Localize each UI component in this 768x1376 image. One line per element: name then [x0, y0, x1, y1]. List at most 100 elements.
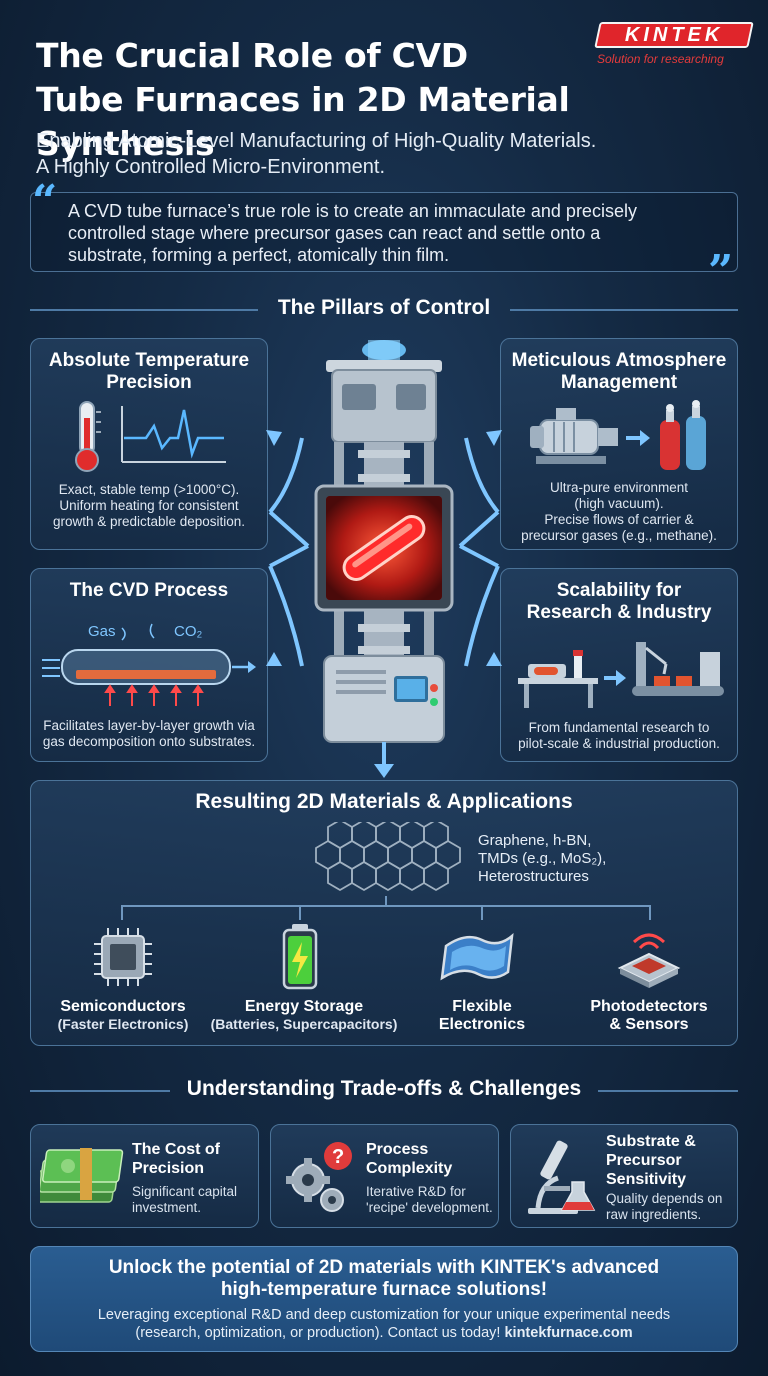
atmosphere-text-line-4: precursor gases (e.g., methane).: [521, 528, 717, 543]
money-icon: [40, 1148, 124, 1203]
graphene-lattice-icon: [315, 822, 461, 892]
tradeoff-sensitivity-content: Substrate & Precursor Sensitivity Qualit…: [606, 1132, 736, 1223]
vacuum-pump-icon: [530, 408, 618, 464]
conveyor-icon: [632, 642, 724, 696]
arrow-to-scalability: [464, 565, 500, 667]
tradeoff-cost-title-1: The Cost of: [132, 1141, 220, 1158]
cta-text-line-1: Leveraging exceptional R&D and deep cust…: [97, 1307, 671, 1323]
cta-banner[interactable]: [30, 1246, 738, 1352]
quote-line-1: A CVD tube furnace’s true role is to cre…: [68, 201, 637, 221]
tradeoffs-section-title: Understanding Trade-offs & Challenges: [186, 1077, 582, 1100]
materials-line-3: Heterostructures: [478, 868, 589, 885]
tradeoff-sensitivity-title-2: Precursor: [606, 1152, 682, 1169]
quote-text: A CVD tube furnace’s true role is to cre…: [68, 200, 718, 266]
temperature-title-line-2: Precision: [106, 372, 192, 393]
app-energy-storage-sub: (Batteries, Supercapacitors): [210, 1016, 398, 1032]
tradeoff-complexity-content: Process Complexity Iterative R&D for 're…: [366, 1140, 496, 1216]
svg-text:?: ?: [332, 1146, 344, 1168]
tradeoffs-divider-left: [30, 1090, 170, 1092]
sensor-icon: [617, 933, 681, 988]
logo-tagline: Solution for researching: [597, 52, 724, 66]
title-line-1: The Crucial Role of CVD: [36, 36, 468, 75]
scalability-title-line-2: Research & Industry: [526, 602, 712, 623]
quote-box: [30, 192, 738, 272]
app-flexible-electronics: Flexible Electronics: [412, 998, 552, 1034]
cvd-process-text-line-2: gas decomposition onto substrates.: [42, 734, 256, 749]
co2-label: CO₂: [174, 623, 203, 640]
app-semiconductors: Semiconductors (Faster Electronics): [40, 998, 206, 1032]
app-flexible-sub: Electronics: [438, 1016, 526, 1033]
arrow-to-atmosphere: [464, 437, 500, 514]
website-link[interactable]: kintekfurnace.com: [504, 1325, 633, 1341]
title-line-2: Tube Furnaces in 2D Material Synthesis: [36, 80, 570, 163]
section-divider-left: [30, 309, 258, 311]
microscope-icon: [528, 1140, 596, 1214]
app-semiconductors-label: Semiconductors: [60, 998, 186, 1015]
results-title: Resulting 2D Materials & Applications: [195, 790, 573, 813]
scalability-title: Scalability for Research & Industry: [500, 580, 738, 624]
atmosphere-text-line-3: Precise flows of carrier &: [544, 512, 694, 527]
battery-icon: [282, 924, 318, 990]
app-semiconductors-sub: (Faster Electronics): [57, 1016, 189, 1032]
cvd-process-text-line-1: Facilitates layer-by-layer growth via: [43, 718, 255, 733]
atmosphere-title-line-1: Meticulous Atmosphere: [511, 350, 727, 371]
gas-label: Gas: [88, 623, 116, 640]
section-divider-right: [510, 309, 738, 311]
flexible-screen-icon: [440, 932, 514, 981]
atmosphere-text: Ultra-pure environment (high vacuum). Pr…: [508, 480, 730, 544]
gears-question-icon: ?: [286, 1142, 352, 1212]
app-photodetectors-sub: & Sensors: [609, 1016, 689, 1033]
tradeoff-complexity-text-1: Iterative R&D for: [366, 1184, 466, 1199]
temperature-text-line-3: growth & predictable deposition.: [52, 514, 246, 529]
cvd-tube-icon: Gas CO₂: [42, 623, 256, 706]
tradeoff-complexity-title-1: Process: [366, 1141, 429, 1158]
scalability-illustration: [518, 642, 724, 708]
temperature-text-line-2: Uniform heating for consistent: [59, 498, 239, 513]
gas-cylinder-icon: [660, 400, 706, 470]
quote-line-2: controlled stage where precursor gases c…: [68, 223, 601, 243]
scalability-text-line-2: pilot-scale & industrial production.: [518, 736, 720, 751]
arrow-to-temperature: [268, 437, 304, 514]
atmosphere-title: Meticulous Atmosphere Management: [500, 350, 738, 394]
tradeoff-cost-text-2: investment.: [132, 1200, 202, 1215]
cvd-process-text: Facilitates layer-by-layer growth via ga…: [38, 718, 260, 750]
atmosphere-title-line-2: Management: [560, 372, 678, 393]
subtitle-line-2: A Highly Controlled Micro-Environment.: [36, 156, 386, 178]
materials-list: Graphene, h-BN, TMDs (e.g., MoS₂), Heter…: [478, 832, 678, 886]
tradeoff-complexity-title-2: Complexity: [366, 1160, 453, 1177]
kintek-logo[interactable]: KINTEK: [594, 22, 754, 48]
arrow-to-process: [268, 565, 304, 667]
app-photodetectors-label: Photodetectors: [590, 998, 708, 1015]
open-quote-icon: “: [32, 176, 58, 227]
cta-text: Leveraging exceptional R&D and deep cust…: [40, 1306, 728, 1342]
cta-contact-text: (research, optimization, or production).…: [135, 1325, 505, 1341]
tradeoff-cost-title-2: Precision: [132, 1160, 205, 1177]
applications-connector: [121, 896, 651, 920]
cvd-furnace-illustration: [266, 340, 502, 778]
cta-title-line-2: high-temperature furnace solutions!: [220, 1279, 548, 1300]
scalability-text: From fundamental research to pilot-scale…: [508, 720, 730, 752]
page-subtitle: Enabling Atomic-Level Manufacturing of H…: [36, 128, 756, 180]
subtitle-line-1: Enabling Atomic-Level Manufacturing of H…: [36, 130, 597, 152]
materials-line-2: TMDs (e.g., MoS₂),: [478, 850, 607, 867]
quote-line-3: substrate, forming a perfect, atomically…: [68, 245, 450, 265]
tradeoff-sensitivity-text-2: raw ingredients.: [606, 1207, 702, 1222]
app-photodetectors: Photodetectors & Sensors: [566, 998, 732, 1034]
tradeoff-cost-content: The Cost of Precision Significant capita…: [132, 1140, 254, 1216]
temperature-title-line-1: Absolute Temperature: [48, 350, 250, 371]
temperature-text: Exact, stable temp (>1000°C). Uniform he…: [38, 482, 260, 530]
cta-text-line-2: (research, optimization, or production).…: [40, 1324, 728, 1342]
tradeoff-sensitivity-title-3: Sensitivity: [606, 1171, 687, 1188]
cta-title-line-1: Unlock the potential of 2D materials wit…: [108, 1257, 660, 1278]
chip-icon: [94, 928, 152, 986]
page-title: The Crucial Role of CVD Tube Furnaces in…: [36, 34, 756, 166]
cvd-process-card: [30, 568, 268, 762]
scalability-title-line-1: Scalability for: [556, 580, 682, 601]
tradeoff-sensitivity-text-1: Quality depends on: [606, 1191, 723, 1206]
close-quote-icon: ”: [708, 246, 734, 297]
temperature-title: Absolute Temperature Precision: [30, 350, 268, 394]
cta-title: Unlock the potential of 2D materials wit…: [40, 1257, 728, 1301]
logo-name: KINTEK: [624, 23, 724, 46]
atmosphere-text-line-2: (high vacuum).: [574, 496, 664, 511]
tradeoff-cost-text-1: Significant capital: [132, 1184, 238, 1199]
